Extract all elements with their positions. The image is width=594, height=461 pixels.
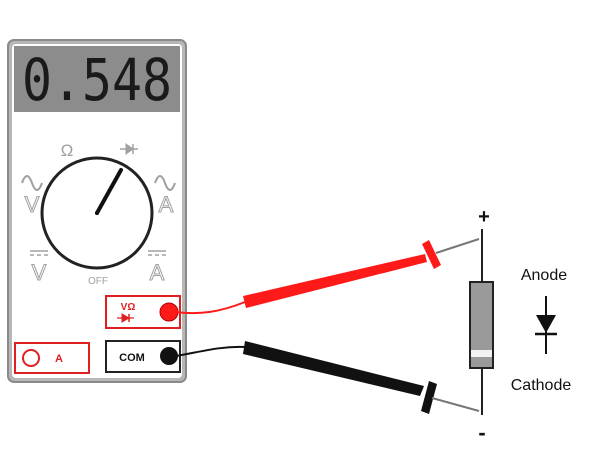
diode-body [469,281,494,369]
black-lead-wire [175,345,246,357]
off-label: OFF [88,276,108,287]
volt-ohm-jack[interactable] [159,302,179,322]
black-probe-body [243,341,424,396]
diode-cathode-band [471,350,492,357]
dial-pointer [95,168,123,215]
black-test-lead[interactable] [175,341,480,414]
dc-bars-icon-left [30,250,48,256]
diode-legend: Anode Cathode [511,267,572,394]
dial-center [95,211,99,215]
ac-wave-icon-left [21,175,43,191]
plus-label: + [478,206,490,228]
red-probe-body [243,254,427,308]
ac-wave-icon-right [154,175,176,191]
com-jack-label: COM [119,352,145,364]
dc-bars-icon-right [148,250,166,256]
lcd-reading: 0.548 [22,46,172,114]
black-probe-guard [421,381,437,414]
lcd-display [14,46,180,112]
dc-amps-label: A [150,260,165,285]
cathode-label: Cathode [511,377,572,394]
ac-volts-label: V [25,192,40,217]
diode-component: + - [469,206,494,445]
minus-label: - [478,420,485,445]
black-probe-tip [431,397,480,412]
red-probe-tip [435,238,480,254]
amp-jack[interactable] [22,349,40,367]
amp-jack-label: A [55,353,63,365]
red-lead-wire [175,301,246,315]
volt-ohm-jack-label: VΩ [121,302,136,313]
jack-diode-icon [117,313,134,323]
red-test-lead[interactable] [175,238,480,315]
anode-label: Anode [521,267,567,284]
dc-volts-label: V [32,260,47,285]
ohm-symbol: Ω [61,141,74,160]
diode-schematic-icon [535,296,557,354]
ac-amps-label: A [159,192,174,217]
red-probe-guard [422,240,441,269]
com-jack[interactable] [160,347,178,365]
multimeter: 0.548 Ω V A V A [7,39,187,383]
diode-symbol-icon [120,143,138,155]
